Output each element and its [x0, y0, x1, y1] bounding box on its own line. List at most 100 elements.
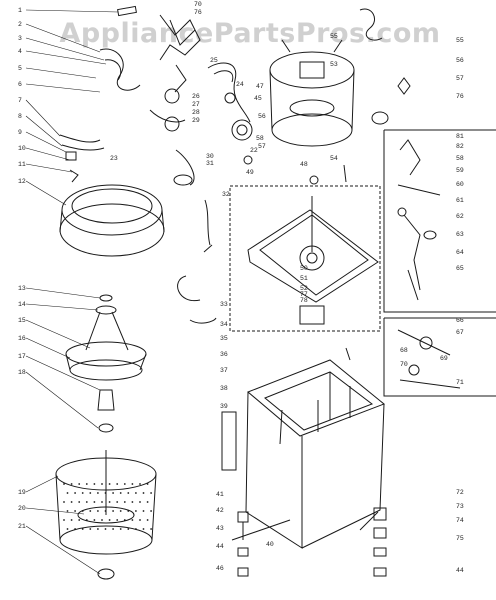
perforation-dot [93, 519, 96, 521]
perforation-dot [127, 528, 130, 530]
cabinet [221, 359, 385, 549]
perforation-dot [81, 510, 84, 512]
watermark: AppliancePartsPros.com [59, 18, 441, 49]
perforation-dot [66, 510, 69, 512]
perforation-dot [85, 501, 88, 503]
perforation-dot [97, 528, 99, 530]
leveling-legs [237, 507, 387, 577]
perforation-dot [101, 483, 103, 485]
callout-number: 21 [18, 523, 26, 530]
callout-number: 39 [220, 403, 228, 410]
callout-number: 54 [330, 155, 338, 162]
callout-number: 56 [258, 113, 266, 120]
callout-number: 73 [456, 503, 464, 510]
perforation-dot [78, 519, 81, 521]
callout-number: 17 [18, 353, 26, 360]
callout-number: 66 [456, 317, 464, 324]
callout-leader [25, 287, 101, 299]
callout-number: 58 [456, 155, 464, 162]
perforation-dot [66, 528, 69, 530]
perforation-dot [63, 501, 65, 503]
callout-number: 15 [18, 317, 26, 324]
perforation-dot [135, 510, 137, 512]
perforation-dot [119, 510, 122, 512]
right-small-parts [343, 8, 411, 361]
drain-hose [59, 134, 105, 183]
callout-number: 26 [192, 93, 200, 100]
perforation-dot [108, 483, 111, 485]
perforation-dot [89, 492, 92, 494]
callout-leader [25, 303, 99, 311]
callout-number: 7 [18, 97, 22, 104]
callout-number: 72 [456, 489, 464, 496]
callout-number: 57 [258, 143, 266, 150]
callout-number: 77 [300, 291, 308, 298]
callout-number: 42 [216, 507, 224, 514]
perforation-dot [146, 519, 149, 521]
callout-leader [25, 525, 101, 575]
callout-number: 61 [456, 197, 464, 204]
callout-number: 32 [222, 191, 230, 198]
perforation-dot [89, 528, 92, 530]
callout-number: 71 [456, 379, 464, 386]
callout-number: 70 [194, 1, 202, 8]
callout-leader [25, 50, 107, 65]
perforation-dot [63, 483, 65, 485]
perforation-dot [63, 519, 65, 521]
tub-ring [59, 184, 165, 257]
perforation-dot [123, 519, 126, 521]
callout-number: 69 [440, 355, 448, 362]
perforation-dot [127, 510, 130, 512]
callout-leader [25, 475, 59, 493]
callout-number: 28 [192, 109, 200, 116]
perforation-dot [74, 510, 76, 512]
callout-labels: 1234567891011121314151617181920217076252… [18, 1, 464, 575]
perforation-dot [101, 501, 103, 503]
perforation-dot [112, 528, 114, 530]
perforation-dot [66, 492, 69, 494]
callout-number: 16 [18, 335, 26, 342]
callout-leader [25, 83, 101, 93]
perforation-dot [78, 483, 81, 485]
perforation-dot [139, 501, 141, 503]
callout-number: 81 [456, 133, 464, 140]
callout-number: 3 [18, 35, 22, 42]
callout-number: 44 [456, 567, 464, 574]
wire-harness [99, 5, 201, 132]
callout-number: 74 [456, 517, 464, 524]
perforation-dot [93, 483, 96, 485]
callout-leader [25, 67, 97, 79]
callout-leader [25, 507, 85, 515]
perforation-dot [150, 492, 153, 494]
perforation-dot [70, 501, 73, 503]
perforation-dot [119, 528, 122, 530]
perforation-dot [85, 519, 88, 521]
callout-leader [25, 131, 67, 153]
callout-number: 68 [400, 347, 408, 354]
callout-number: 41 [216, 491, 224, 498]
callout-number: 75 [456, 535, 464, 542]
perforation-dot [78, 501, 81, 503]
perforation-dot [108, 501, 111, 503]
callout-number: 67 [456, 329, 464, 336]
callout-number: 40 [266, 541, 274, 548]
callout-number: 10 [18, 145, 26, 152]
callout-number: 23 [110, 155, 118, 162]
callout-number: 59 [456, 167, 464, 174]
perforation-dot [70, 519, 73, 521]
callout-leader [25, 371, 99, 429]
perforation-dot [108, 519, 111, 521]
callout-number: 51 [300, 275, 308, 282]
transmission-base [177, 175, 381, 332]
perforation-dot [70, 483, 73, 485]
perforation-dot [89, 510, 92, 512]
perforation-dot [112, 510, 114, 512]
perforation-dot [116, 501, 119, 503]
callout-number: 58 [256, 135, 264, 142]
callout-number: 29 [192, 117, 200, 124]
callout-number: 46 [216, 565, 224, 572]
callout-leader [25, 115, 63, 147]
callout-leader [25, 163, 73, 173]
perforation-dot [74, 528, 76, 530]
